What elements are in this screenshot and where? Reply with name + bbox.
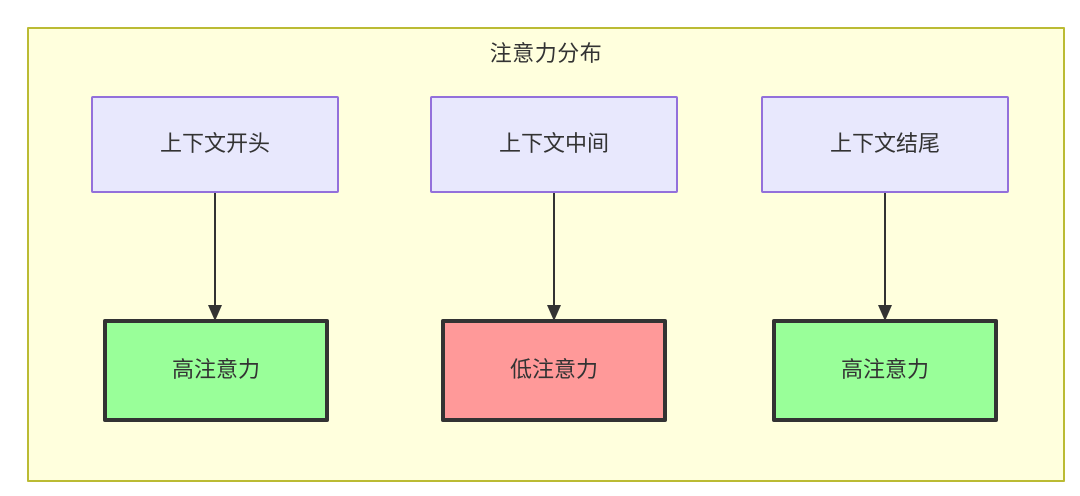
- node-low-attention-middle-label: 低注意力: [509, 357, 598, 383]
- node-context-end-label: 上下文结尾: [829, 131, 940, 157]
- node-high-attention-start[interactable]: 高注意力: [103, 319, 329, 422]
- node-context-middle-label: 上下文中间: [498, 131, 609, 157]
- attention-distribution-subgraph: 注意力分布 上下文开头 上下文中间: [27, 27, 1065, 482]
- node-high-attention-end-label: 高注意力: [840, 357, 929, 383]
- subgraph-title: 注意力分布: [489, 41, 603, 66]
- edge-context-end-to-high-attention: [878, 193, 892, 321]
- node-context-start-label: 上下文开头: [159, 131, 270, 157]
- edge-context-start-to-high-attention: [208, 193, 222, 321]
- node-low-attention-middle[interactable]: 低注意力: [441, 319, 667, 422]
- node-context-start[interactable]: 上下文开头: [91, 96, 339, 193]
- edge-context-middle-to-low-attention: [547, 193, 561, 321]
- node-high-attention-end[interactable]: 高注意力: [772, 319, 998, 422]
- node-context-end[interactable]: 上下文结尾: [761, 96, 1009, 193]
- node-context-middle[interactable]: 上下文中间: [430, 96, 678, 193]
- node-high-attention-start-label: 高注意力: [171, 357, 260, 383]
